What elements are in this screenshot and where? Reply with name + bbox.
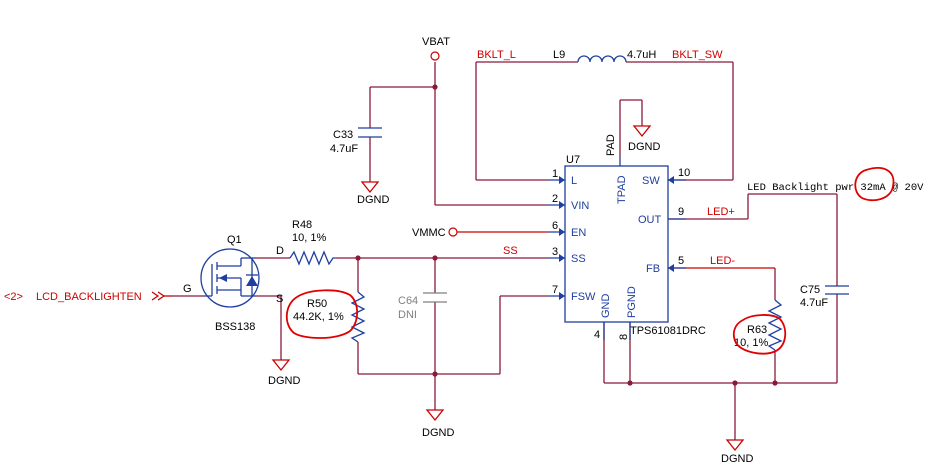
ground-pad-label: DGND: [628, 141, 660, 153]
pin-name-l: L: [571, 175, 577, 187]
q1-part: BSS138: [215, 321, 255, 333]
c75-value: 4.7uF: [800, 297, 828, 309]
vbat-power-port: VBAT: [422, 36, 450, 61]
pin-name-fb: FB: [646, 263, 660, 275]
lcd-backlighten-port: <2> LCD_BACKLIGHTEN: [4, 291, 172, 303]
q1-pin-s: S: [276, 293, 283, 305]
vmmc-label: VMMC: [412, 227, 446, 239]
pin-num-ss: 3: [552, 246, 558, 258]
pin-name-en: EN: [571, 227, 586, 239]
ground-pad: DGND: [628, 125, 660, 153]
l9-ref: L9: [553, 49, 565, 61]
capacitor-c64: C64 DNI: [398, 292, 447, 321]
u7-part: TPS61081DRC: [630, 325, 706, 337]
led-backlight-annotation: LED Backlight pwr 32mA @ 20V: [747, 167, 924, 202]
pin-num-sw: 10: [678, 167, 690, 179]
ground-q1: DGND: [268, 359, 300, 387]
c64-value: DNI: [398, 309, 417, 321]
pin-num-l: 1: [552, 168, 558, 180]
annotation-suffix: @ 20V: [886, 182, 925, 194]
u7-ref: U7: [566, 154, 580, 166]
pin-num-fsw: 7: [552, 284, 558, 296]
pin-name-tpad: TPAD: [616, 175, 628, 204]
c64-ref: C64: [398, 295, 418, 307]
sheet-ref: <2>: [4, 291, 23, 303]
ground-c64-label: DGND: [422, 427, 454, 439]
mosfet-q1: Q1 BSS138 D S G: [183, 234, 284, 333]
r50-ref: R50: [307, 298, 327, 310]
annotation-prefix: LED Backlight pwr: [747, 182, 860, 194]
pin-name-ss: SS: [571, 253, 586, 265]
ground-q1-label: DGND: [268, 375, 300, 387]
ground-main: DGND: [721, 439, 753, 465]
pin-num-vin: 2: [552, 193, 558, 205]
pin-num-fb: 5: [678, 255, 684, 267]
resistor-r50: R50 44.2K, 1%: [285, 289, 366, 343]
ground-c33-label: DGND: [357, 194, 389, 206]
q1-pin-d: D: [276, 245, 284, 257]
resistor-r48: R48 10, 1%: [289, 219, 336, 266]
inductor-l9: L9 4.7uH: [553, 49, 656, 63]
r50-value: 44.2K, 1%: [293, 311, 344, 323]
pin-name-vin: VIN: [571, 200, 589, 212]
ground-c64: DGND: [422, 409, 454, 439]
pin-num-gnd: 4: [594, 329, 600, 341]
capacitor-c75: C75 4.7uF: [800, 284, 849, 309]
pin-name-pgnd: PGND: [626, 286, 638, 318]
ground-main-label: DGND: [721, 453, 753, 465]
vmmc-power-port: VMMC: [412, 227, 458, 239]
vbat-label: VBAT: [422, 36, 450, 48]
net-led-plus: LED+: [707, 206, 735, 218]
c33-value: 4.7uF: [330, 143, 358, 155]
pin-name-gnd: GND: [600, 294, 612, 319]
net-led-minus: LED-: [710, 255, 735, 267]
lcd-backlighten-label: LCD_BACKLIGHTEN: [36, 291, 142, 303]
r48-ref: R48: [292, 219, 312, 231]
junction-dots: [355, 84, 778, 386]
net-bklt-l: BKLT_L: [477, 49, 516, 61]
annotation-text: LED Backlight pwr 32mA @ 20V: [747, 182, 924, 194]
r63-value: 10, 1%: [734, 337, 768, 349]
c75-ref: C75: [800, 284, 820, 296]
l9-value: 4.7uH: [627, 49, 656, 61]
capacitor-c33: C33 4.7uF: [330, 127, 382, 155]
pin-num-pad: PAD: [605, 134, 617, 156]
pin-name-out: OUT: [638, 214, 662, 226]
ic-u7: U7 TPS61081DRC 1 2 6 3 7 L VIN EN SS FSW…: [547, 134, 706, 341]
q1-pin-g: G: [183, 283, 192, 295]
r63-ref: R63: [747, 324, 767, 336]
pin-num-en: 6: [552, 220, 558, 232]
ground-c33: DGND: [357, 181, 389, 206]
net-bklt-sw: BKLT_SW: [672, 49, 723, 61]
pin-name-fsw: FSW: [571, 291, 596, 303]
r48-value: 10, 1%: [292, 232, 326, 244]
c33-ref: C33: [333, 129, 353, 141]
pin-num-out: 9: [678, 206, 684, 218]
pin-name-sw: SW: [642, 175, 660, 187]
pin-num-pgnd: 8: [618, 334, 630, 340]
q1-ref: Q1: [227, 234, 242, 246]
wires: [172, 61, 838, 440]
resistor-r63: R63 10, 1%: [732, 299, 787, 355]
net-ss: SS: [503, 245, 518, 257]
annotation-current: 32mA: [860, 182, 886, 194]
